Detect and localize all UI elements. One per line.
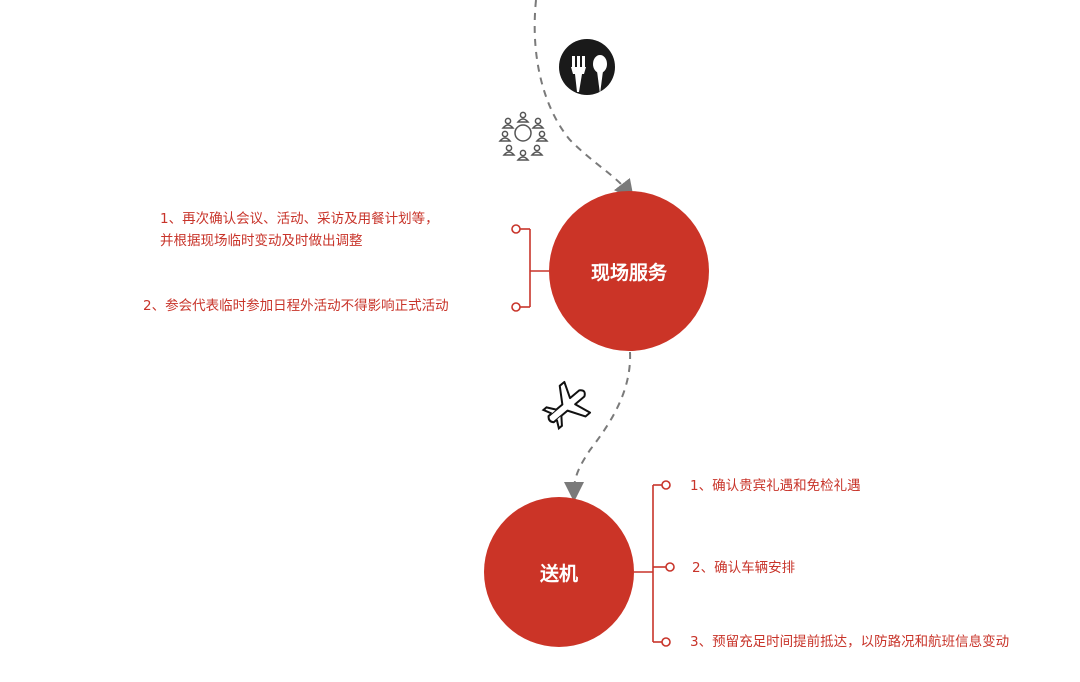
dropoff-connector (634, 480, 675, 647)
dropoff-item-3: 3、预留充足时间提前抵达，以防路况和航班信息变动 (690, 634, 1010, 650)
onsite-item-1-line2: 并根据现场临时变动及时做出调整 (160, 233, 363, 249)
onsite-service-label: 现场服务 (590, 262, 667, 284)
flow-path-top (533, 0, 635, 200)
dining-icon (559, 39, 615, 95)
onsite-item-1: 1、再次确认会议、活动、采访及用餐计划等， 并根据现场临时变动及时做出调整 (160, 208, 439, 252)
onsite-service-node (549, 191, 709, 351)
dropoff-item-2: 2、确认车辆安排 (692, 560, 796, 576)
onsite-item-1-line1: 1、再次确认会议、活动、采访及用餐计划等， (160, 211, 439, 227)
dropoff-label: 送机 (539, 563, 578, 585)
airplane-icon (541, 380, 592, 431)
meeting-people-icon (498, 111, 549, 161)
flow-path-middle (564, 351, 632, 502)
dropoff-item-1: 1、确认贵宾礼遇和免检礼遇 (690, 478, 861, 494)
onsite-item-2-line1: 2、参会代表临时参加日程外活动不得影响正式活动 (143, 298, 449, 314)
onsite-connector (511, 224, 549, 312)
dropoff-node (484, 497, 634, 647)
onsite-item-2: 2、参会代表临时参加日程外活动不得影响正式活动 (143, 295, 449, 317)
